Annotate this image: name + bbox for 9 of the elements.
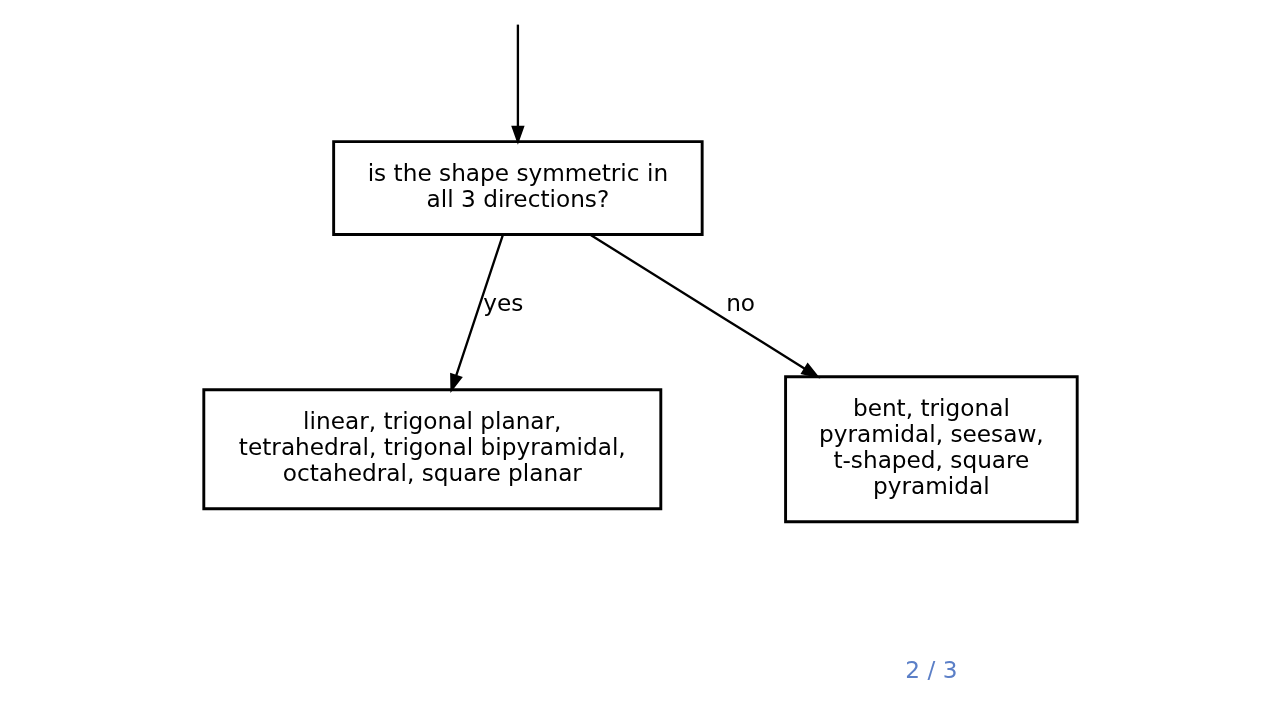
arrow	[449, 234, 504, 394]
edge-label: no	[725, 289, 755, 317]
label: 2 / 3	[904, 656, 957, 684]
node-box: is the shape symmetric in all 3 directions?	[331, 140, 704, 236]
edge-label: yes	[482, 289, 523, 317]
arrow	[510, 24, 525, 145]
arrow	[588, 233, 820, 379]
node-box: bent, trigonal pyramidal, seesaw, t-shaped, square pyramidal	[783, 375, 1079, 524]
node-box: linear, trigonal planar, tetrahedral, trigonal bipyramidal, octahedral, square planar	[201, 388, 662, 511]
